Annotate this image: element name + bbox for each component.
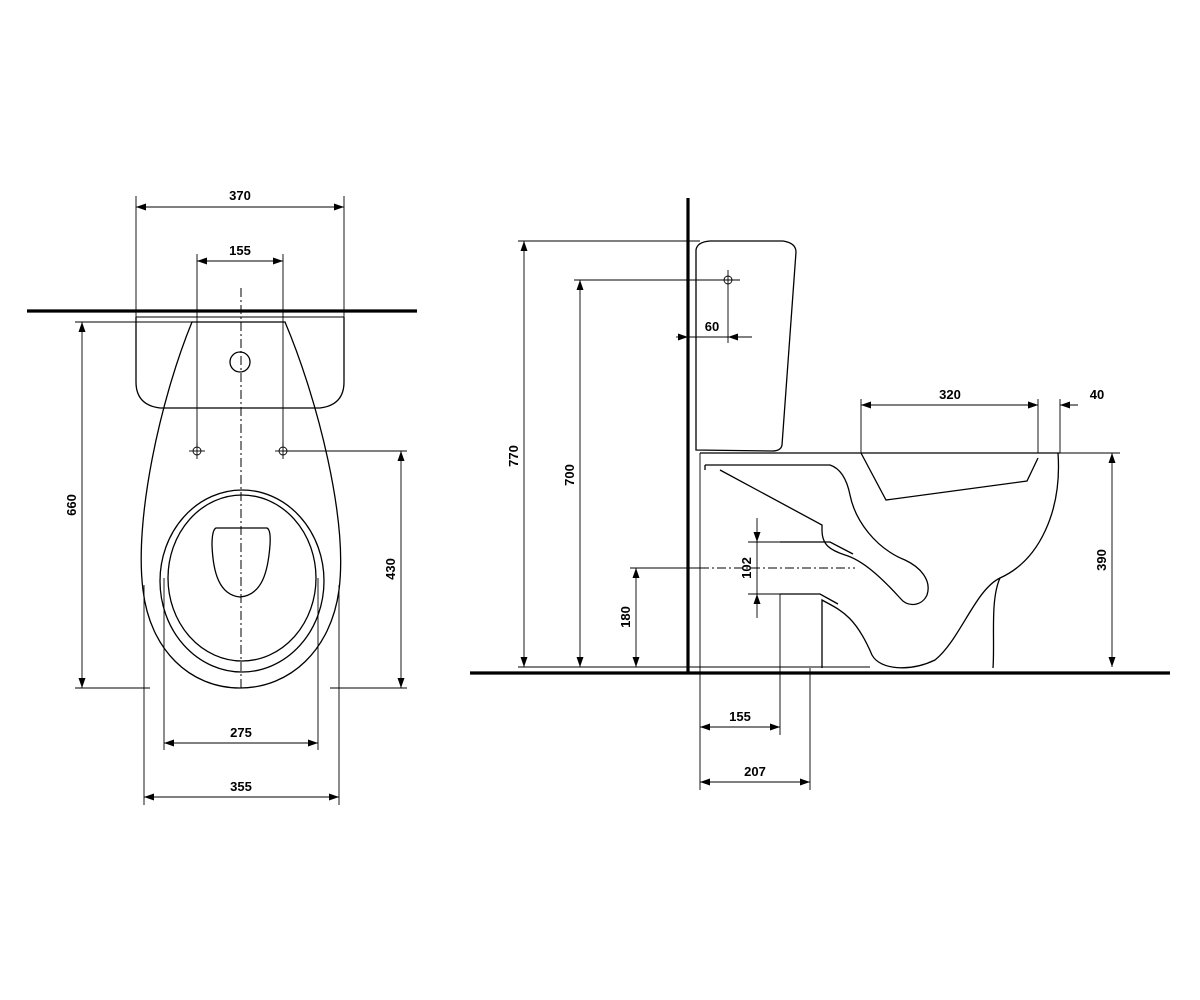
cistern-top-view: [135, 317, 345, 409]
dim-155-side-label: 155: [729, 709, 751, 724]
dim-60-label: 60: [705, 319, 719, 334]
dim-390-label: 390: [1094, 549, 1109, 571]
flush-hole: [229, 351, 251, 373]
dim-320-label: 320: [939, 387, 961, 402]
seat-inner: [167, 494, 317, 662]
bowl-outline: [140, 321, 342, 689]
dim-275-label: 275: [230, 725, 252, 740]
trap-outline: [705, 464, 929, 606]
bowl-opening: [211, 527, 271, 598]
dim-660-label: 660: [64, 494, 79, 516]
dim-370-label: 370: [229, 188, 251, 203]
bowl-side-outline: [821, 452, 1060, 669]
outlet-pipe: [780, 541, 854, 605]
dim-355-label: 355: [230, 779, 252, 794]
side-view: 770 700 60 320 40 390 102: [470, 198, 1170, 790]
dim-430-label: 430: [383, 558, 398, 580]
dim-180-label: 180: [618, 606, 633, 628]
dim-770-label: 770: [506, 445, 521, 467]
cistern-side-view: [695, 240, 797, 452]
dim-40-label: 40: [1090, 387, 1104, 402]
dim-155-label: 155: [229, 243, 251, 258]
dim-102-label: 102: [739, 557, 754, 579]
dim-700-label: 700: [562, 464, 577, 486]
dim-207-label: 207: [744, 764, 766, 779]
front-view: 370 155 660 430 275 355: [27, 188, 417, 805]
seat-outer: [159, 489, 325, 673]
